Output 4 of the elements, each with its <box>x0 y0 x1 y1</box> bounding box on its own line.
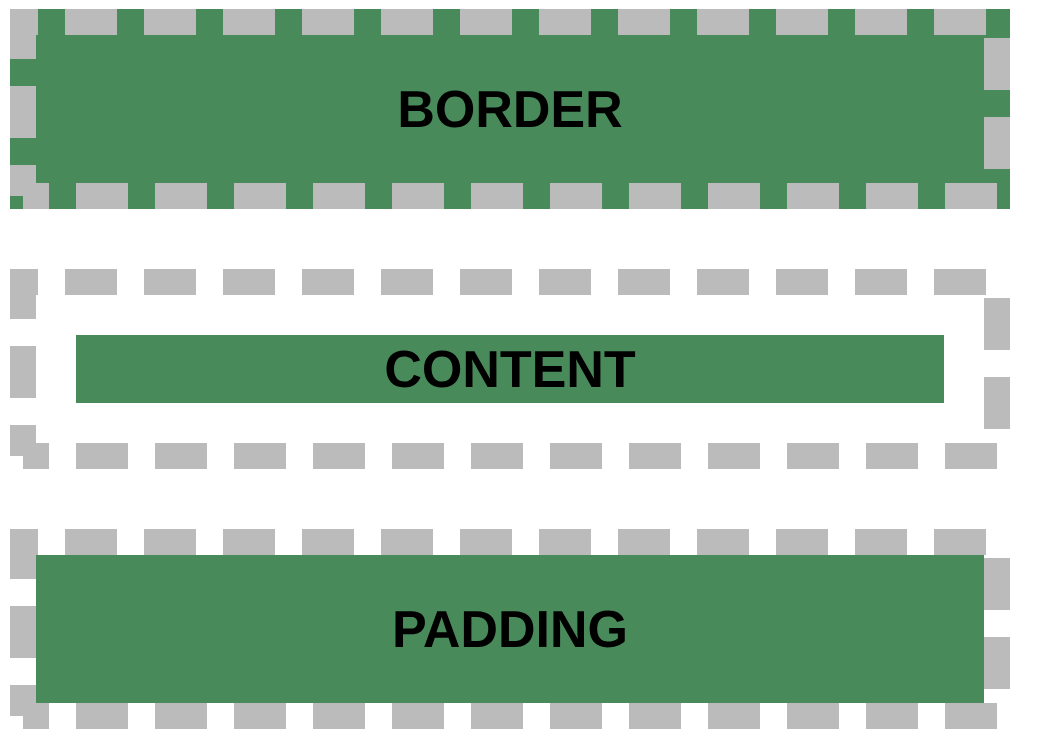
dashed-box <box>10 269 1010 469</box>
padding-box: PADDING <box>10 529 1010 729</box>
border-box: BORDER <box>10 9 1010 209</box>
content-bar: CONTENT <box>76 335 944 403</box>
